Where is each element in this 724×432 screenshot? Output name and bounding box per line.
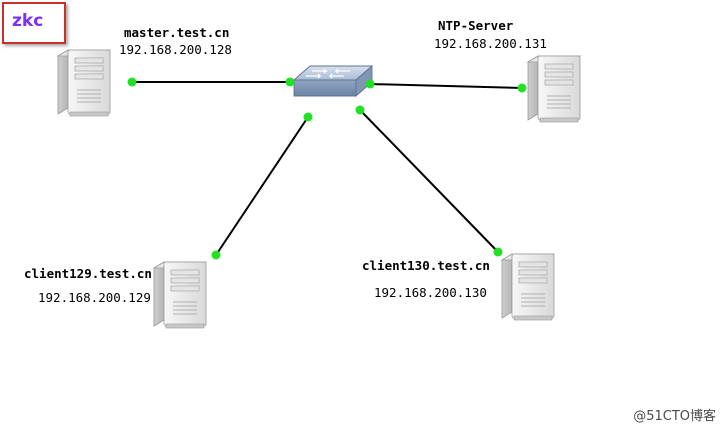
client129-hostname-label: client129.test.cn xyxy=(24,266,152,281)
client130-ip-label: 192.168.200.130 xyxy=(374,285,487,300)
port-switch-master xyxy=(285,77,295,87)
ntp-hostname-label: NTP-Server xyxy=(438,18,514,33)
master-ip-label: 192.168.200.128 xyxy=(119,42,232,57)
client129-ip-label: 192.168.200.129 xyxy=(38,290,151,305)
port-client129-server xyxy=(211,250,221,260)
port-switch-client130 xyxy=(355,105,365,115)
watermark-text: @51CTO博客 xyxy=(633,409,716,424)
link-switch-ntp xyxy=(369,83,523,89)
ntp-ip-label: 192.168.200.131 xyxy=(434,36,547,51)
server-client130-icon[interactable] xyxy=(501,253,555,321)
link-switch-client129 xyxy=(215,116,309,256)
network-switch-icon[interactable] xyxy=(292,65,374,97)
port-switch-ntp xyxy=(365,79,375,89)
port-client130-server xyxy=(493,247,503,257)
port-ntp-server xyxy=(517,83,527,93)
server-master-icon[interactable] xyxy=(57,49,111,117)
master-hostname-label: master.test.cn xyxy=(124,25,230,40)
link-switch-client130 xyxy=(359,109,499,253)
port-switch-client129 xyxy=(303,112,313,122)
server-client129-icon[interactable] xyxy=(153,261,207,329)
port-dots xyxy=(127,77,527,260)
server-ntp-icon[interactable] xyxy=(527,55,581,123)
port-master-server xyxy=(127,77,137,87)
zkc-badge: zkc xyxy=(2,2,66,44)
client130-hostname-label: client130.test.cn xyxy=(362,258,490,273)
